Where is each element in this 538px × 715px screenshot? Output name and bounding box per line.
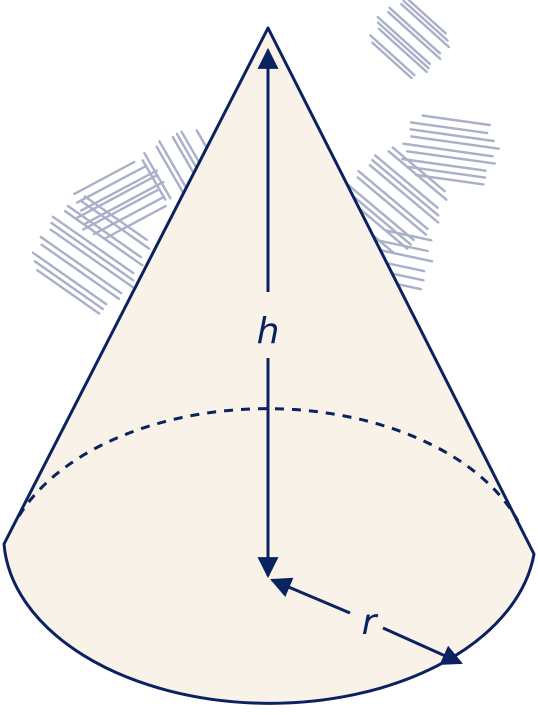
background-hatching	[31, 0, 501, 315]
hatch-stroke	[92, 196, 165, 236]
hatch-stroke	[75, 164, 148, 204]
hatch-stroke	[357, 169, 429, 231]
hatch-stroke	[81, 188, 161, 231]
hatch-stroke	[409, 121, 489, 135]
hatch-stroke	[73, 160, 136, 196]
hatch-stroke	[63, 209, 144, 267]
hatch-stroke	[421, 114, 491, 127]
hatch-stroke	[371, 158, 440, 217]
hatch-stroke	[79, 169, 159, 212]
hatch-stroke	[377, 27, 428, 74]
hatch-stroke	[31, 251, 108, 306]
hatch-stroke	[388, 6, 442, 55]
hatch-stroke	[410, 135, 501, 150]
hatch-stroke	[158, 140, 191, 195]
hatch-stroke	[40, 243, 121, 301]
hatch-stroke	[50, 221, 135, 282]
hatch-stroke	[356, 176, 428, 236]
hatch-stroke	[371, 41, 413, 80]
hatch-stroke	[407, 165, 487, 179]
hatch-stroke	[376, 21, 430, 70]
hatch-stroke	[104, 204, 167, 240]
hatch-stroke	[406, 0, 447, 35]
hatch-stroke	[346, 183, 415, 242]
hatch-stroke	[143, 151, 172, 200]
hatch-stroke	[369, 34, 416, 77]
hatch-stroke	[33, 260, 105, 311]
hatch-stroke	[402, 0, 449, 42]
hatch-stroke	[66, 204, 143, 259]
hatch-stroke	[401, 157, 487, 172]
radius-arrow-inner	[270, 577, 351, 615]
hatch-stroke	[409, 128, 495, 143]
hatch-stroke	[374, 154, 439, 210]
hatch-stroke	[75, 174, 158, 220]
hatch-stroke	[372, 247, 434, 263]
hatch-stroke	[387, 150, 448, 201]
hatch-stroke	[373, 238, 429, 253]
cone-base-hidden-edge	[17, 407, 520, 522]
height-label: h	[257, 311, 280, 352]
hatch-stroke	[376, 15, 431, 65]
hatch-stroke	[36, 269, 101, 315]
hatch-stroke	[385, 229, 433, 242]
hatch-stroke	[368, 164, 440, 224]
hatch-stroke	[402, 142, 494, 158]
hatch-stroke	[39, 235, 123, 295]
hatch-stroke	[49, 228, 134, 289]
hatch-stroke	[155, 145, 187, 198]
hatch-stroke	[82, 180, 165, 226]
hatch-stroke	[347, 190, 412, 246]
hatch-stroke	[51, 215, 135, 275]
hatch-stroke	[141, 159, 167, 201]
hatch-stroke	[387, 10, 442, 61]
hatch-stroke	[400, 2, 451, 49]
radius-label: r	[362, 602, 379, 643]
hatch-stroke	[391, 146, 446, 193]
hatch-stroke	[405, 150, 496, 165]
radius-arrow-outer	[382, 626, 463, 665]
